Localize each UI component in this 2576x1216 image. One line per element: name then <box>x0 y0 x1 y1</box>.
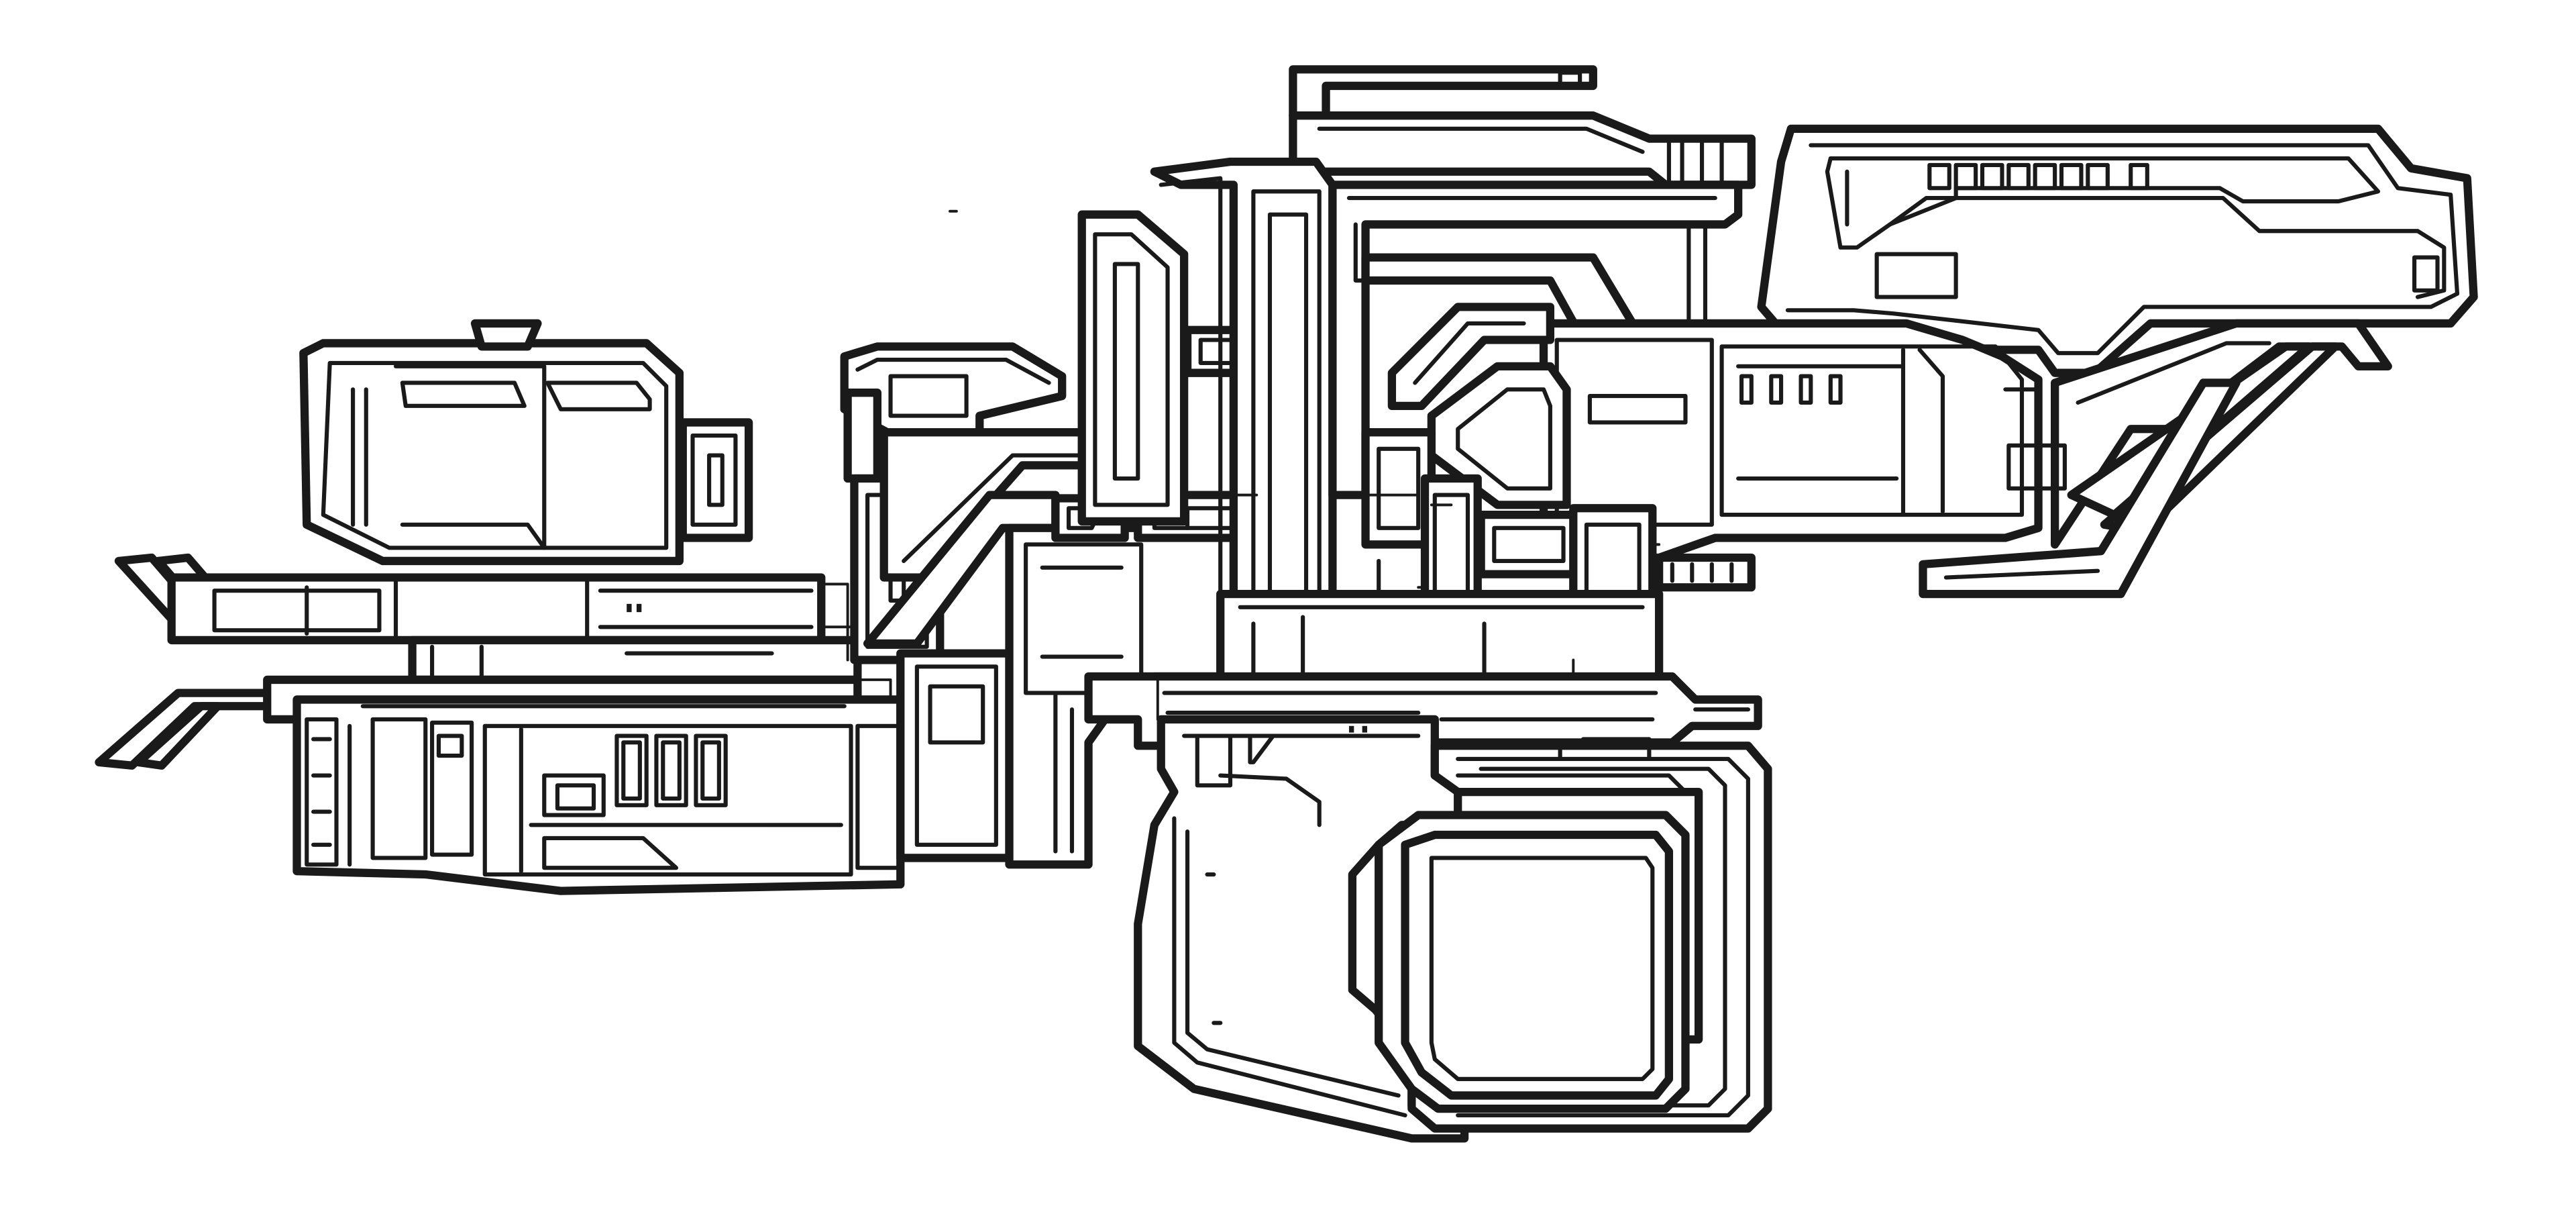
connector-lines <box>820 209 1661 721</box>
lower-left-barrel <box>263 675 905 895</box>
right-receiver <box>1539 319 2067 592</box>
right-prongs <box>1919 319 2392 599</box>
center-left-module <box>840 342 1142 862</box>
upper-left-barrel <box>167 573 862 685</box>
upper-left-chamber <box>299 319 753 566</box>
trigger-guard <box>1375 737 1772 1133</box>
top-vent-slots <box>1927 162 2149 191</box>
